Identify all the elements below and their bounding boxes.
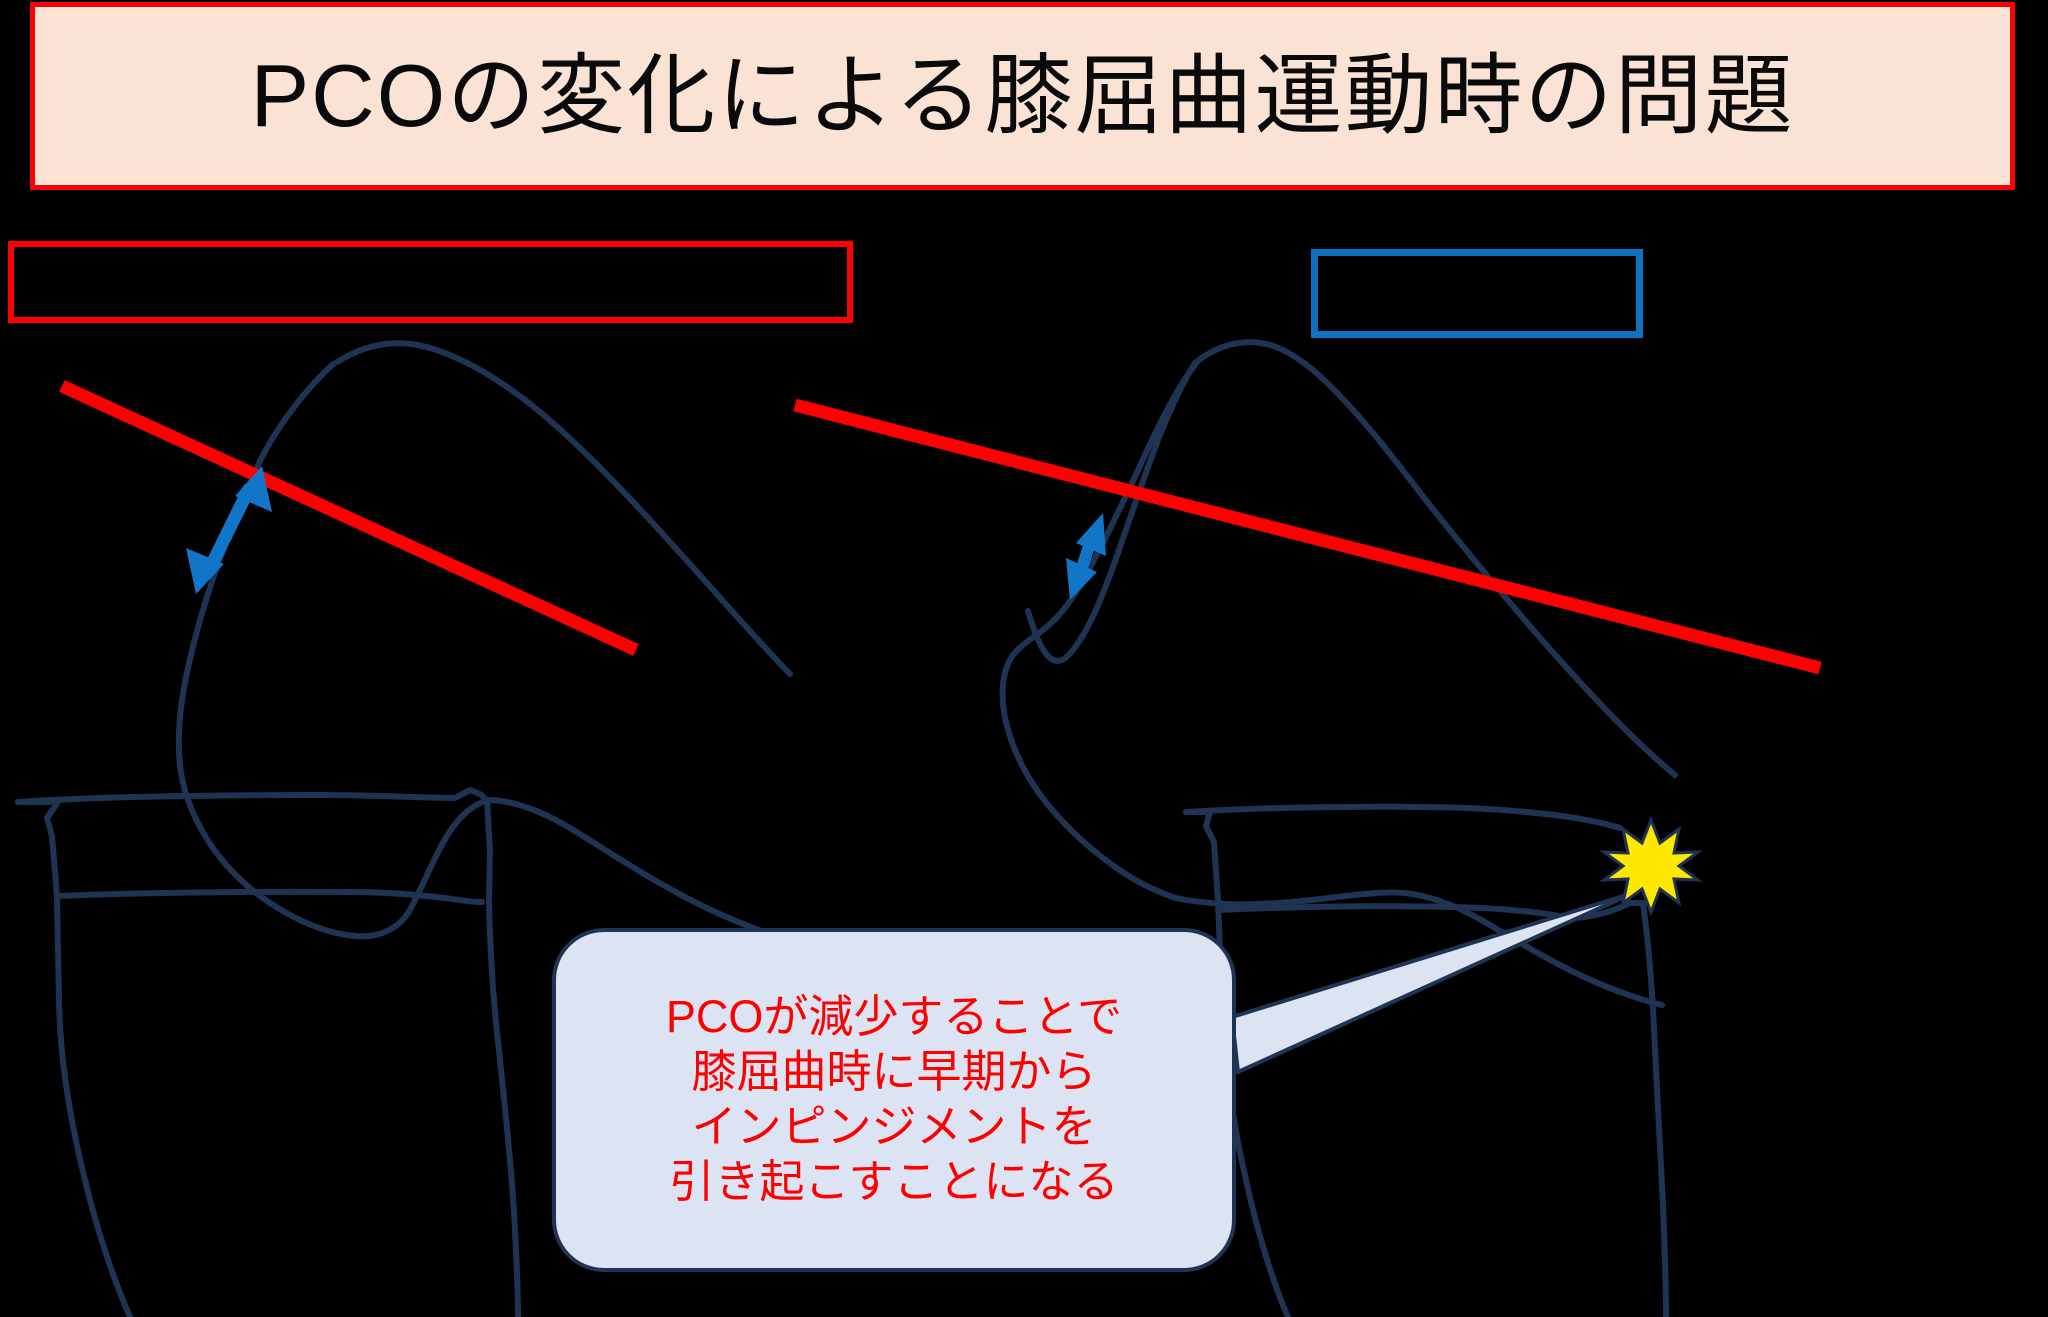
- right-pco-measure-arrow: [1066, 513, 1106, 600]
- right-tibia-plateau-line: [1215, 903, 1573, 921]
- right-figure-caption-box: [1311, 249, 1643, 338]
- left-femur-outline: [175, 361, 496, 940]
- right-tibia-right-edge: [1640, 900, 1669, 1317]
- right-femur-anterior-curve: [999, 359, 1200, 901]
- callout-tail: [1230, 891, 1635, 1074]
- right-reference-line: [793, 398, 1822, 675]
- left-tibia-outline: [15, 799, 133, 1317]
- left-figure-caption-label: [14, 247, 847, 317]
- left-femur-condyle-lower: [490, 797, 773, 937]
- left-reference-line: [59, 380, 639, 656]
- callout-line-4: 引き起こすことになる: [669, 1155, 1119, 1207]
- callout-line-1: PCOが減少することで: [665, 991, 1123, 1043]
- left-tibia-plateau-line: [54, 888, 485, 905]
- impingement-starburst-icon: [1599, 815, 1703, 917]
- callout-line-3: インピンジメントを: [691, 1101, 1097, 1152]
- right-tibia-notch: [1567, 900, 1646, 921]
- page-title: PCOの変化による膝屈曲運動時の問題: [250, 46, 1795, 145]
- slide-title-banner: PCOの変化による膝屈曲運動時の問題: [30, 2, 2015, 190]
- right-femur-shaft-upper: [1263, 341, 1678, 778]
- right-femur-distal-edge: [1409, 891, 1665, 1008]
- right-figure-caption-label: [1318, 256, 1636, 331]
- impingement-callout-body: PCOが減少することで 膝屈曲時に早期から インピンジメントを 引き起こすことに…: [552, 928, 1236, 1272]
- right-femur-outline: [1025, 339, 1269, 664]
- callout-line-2: 膝屈曲時に早期から: [691, 1046, 1097, 1098]
- left-femur-shaft-upper: [334, 340, 793, 677]
- left-tibia-top-edge: [15, 787, 490, 805]
- left-tibia-right-edge: [484, 797, 521, 1317]
- left-pco-measure-arrow: [186, 466, 272, 594]
- left-figure-caption-box: [8, 241, 853, 323]
- right-tibia-top-edge: [1183, 803, 1623, 831]
- right-femur-condyle-lower: [1173, 889, 1415, 908]
- impingement-callout: PCOが減少することで 膝屈曲時に早期から インピンジメントを 引き起こすことに…: [552, 928, 1236, 1272]
